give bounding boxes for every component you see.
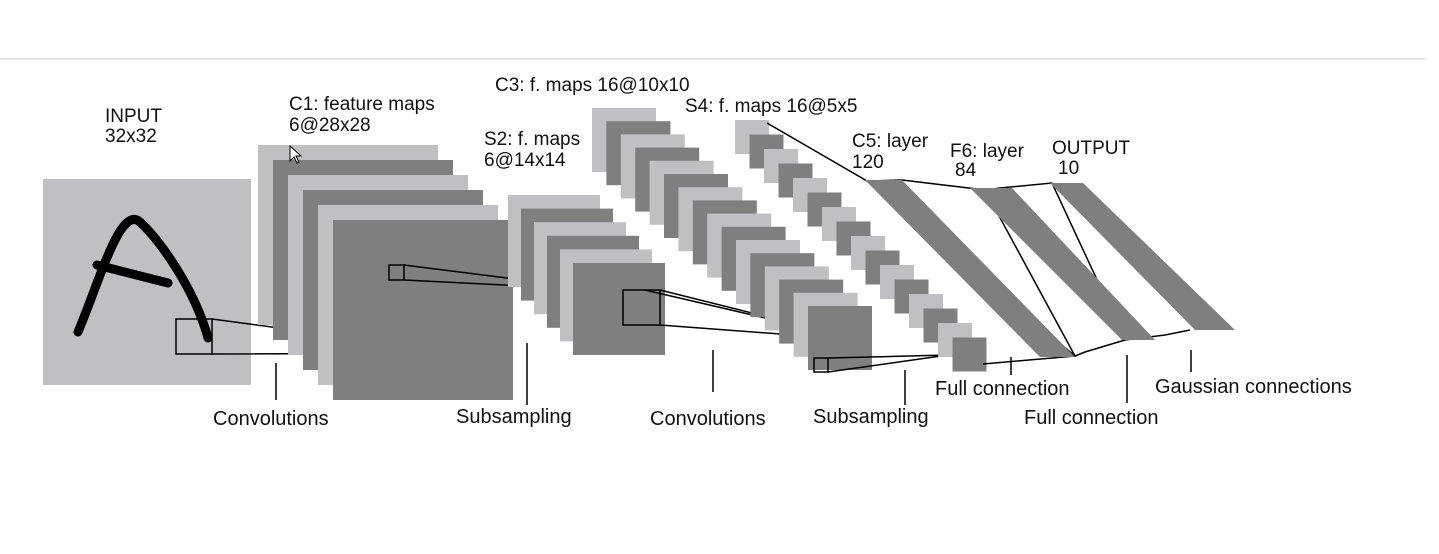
c3-title: C3: f. maps 16@10x10 (495, 75, 690, 96)
c1-map-6 (333, 220, 513, 400)
c5-layer-bar (865, 180, 1075, 357)
s2-map-6 (573, 263, 665, 355)
c1-size: 6@28x28 (289, 115, 371, 136)
c1-subsample-window (388, 264, 405, 281)
op-full-connection-1: Full connection (935, 378, 1070, 400)
s4-feature-maps (735, 120, 987, 372)
mouse-cursor-icon (289, 144, 303, 164)
s2-kernel-window (622, 289, 661, 326)
input-title: INPUT (105, 106, 162, 127)
f6-title: F6: layer (950, 141, 1025, 162)
c3-subsample-window (813, 357, 829, 373)
c1-title: C1: feature maps (289, 94, 435, 115)
op-subsampling-1: Subsampling (456, 406, 572, 428)
input-kernel-window (175, 318, 213, 355)
c3-map-16 (808, 306, 872, 370)
op-full-connection-2: Full connection (1024, 407, 1159, 429)
input-glyph-a-icon (73, 215, 213, 343)
output-layer-bar (1050, 183, 1235, 330)
op-convolutions-1: Convolutions (213, 408, 329, 430)
operation-pointers (275, 343, 1192, 405)
f6-layer-bar (970, 188, 1155, 340)
s4-title: S4: f. maps 16@5x5 (685, 96, 857, 117)
output-title: OUTPUT (1052, 138, 1131, 159)
c5-title: C5: layer (852, 131, 929, 152)
op-convolutions-2: Convolutions (650, 408, 766, 430)
s2-feature-maps (508, 195, 665, 355)
s2-size: 6@14x14 (484, 150, 566, 171)
op-gaussian-connections: Gaussian connections (1155, 376, 1352, 398)
s4-map-16 (952, 337, 987, 372)
c5-size: 120 (852, 152, 884, 173)
output-size: 10 (1058, 158, 1079, 179)
f6-size: 84 (955, 160, 977, 181)
c3-feature-maps (592, 108, 872, 370)
op-subsampling-2: Subsampling (813, 406, 929, 428)
c1-feature-maps (258, 145, 513, 400)
s2-title: S2: f. maps (484, 129, 580, 150)
input-size: 32x32 (105, 126, 157, 147)
